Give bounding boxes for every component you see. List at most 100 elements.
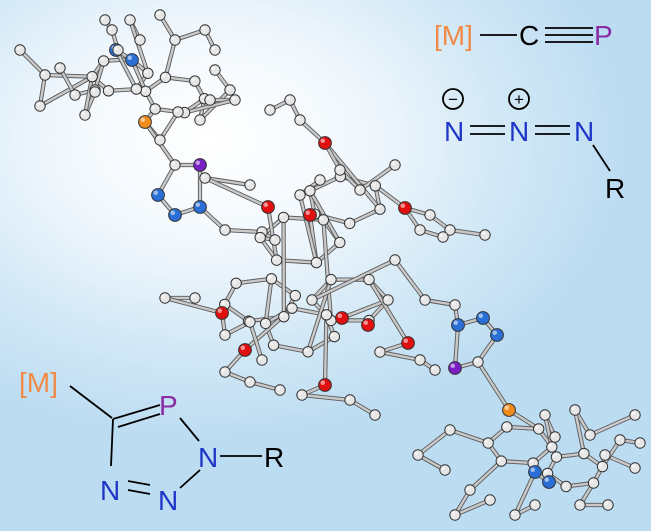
atom-highlight <box>269 341 274 346</box>
atom-highlight <box>535 425 539 429</box>
atom-highlight <box>108 26 112 30</box>
atom-highlight <box>580 449 584 454</box>
bond <box>378 350 422 362</box>
atom-highlight <box>631 464 635 468</box>
atom-highlight <box>552 453 557 457</box>
atom-highlight <box>529 459 534 464</box>
atom-highlight <box>403 338 409 344</box>
atom-highlight <box>174 108 178 112</box>
c-p-double-bond <box>117 413 161 428</box>
atom-highlight <box>551 433 555 437</box>
atom-highlight <box>316 176 320 180</box>
atom-highlight <box>530 467 535 473</box>
atom-highlight <box>206 96 210 100</box>
atom-highlight <box>400 203 406 208</box>
atom-highlight <box>161 294 165 298</box>
bond <box>476 360 511 412</box>
atom-highlight <box>288 304 293 309</box>
n-n-double-bond <box>127 480 151 486</box>
product-ring-n-label: N <box>198 442 218 473</box>
atom-highlight <box>217 308 222 314</box>
atom-highlight <box>100 57 104 61</box>
atom-highlight <box>320 380 326 386</box>
bond <box>298 193 318 264</box>
product-phosphorus-label: P <box>159 390 178 421</box>
atom-highlight <box>256 233 261 238</box>
atom-highlight <box>271 236 275 240</box>
bond <box>43 73 94 78</box>
positive-charge-circle <box>508 88 530 110</box>
bond <box>248 320 264 362</box>
atom-highlight <box>276 386 280 390</box>
phosphaalkyne-formula: [M] C P <box>434 20 613 51</box>
c-p-double-bond <box>112 404 161 420</box>
atom-highlight <box>414 451 418 455</box>
atom-highlight <box>391 256 395 260</box>
atom-highlight <box>126 16 130 20</box>
bond <box>300 393 352 402</box>
atom-highlight <box>201 26 205 30</box>
atom-highlight <box>91 88 95 92</box>
atom-highlight <box>504 405 510 411</box>
atom-highlight <box>232 279 237 284</box>
atom-highlight <box>308 296 312 300</box>
atom-highlight <box>497 457 502 462</box>
atom-highlight <box>451 301 455 305</box>
bond <box>340 298 390 320</box>
atom-highlight <box>195 160 200 165</box>
atom-highlight <box>273 256 277 261</box>
product-metal-label: [M] <box>19 367 58 398</box>
positive-charge-sign: + <box>514 90 524 109</box>
atom-highlight <box>81 111 85 115</box>
bond <box>513 470 537 517</box>
atom-highlight <box>384 296 388 300</box>
atom-highlight <box>466 486 470 490</box>
atom-highlight <box>631 411 635 415</box>
atom-highlight <box>296 191 300 195</box>
atom-highlight <box>291 291 296 296</box>
atom-highlight <box>541 411 545 415</box>
atom-highlight <box>376 348 380 352</box>
atom-highlight <box>246 318 250 322</box>
atom-highlight <box>221 368 225 372</box>
bond <box>573 408 586 455</box>
n-n-bond <box>179 469 201 489</box>
product-substituent-label: R <box>264 442 284 473</box>
bond <box>272 343 310 353</box>
atom-highlight <box>576 501 580 505</box>
product-right-n-label: N <box>158 485 178 516</box>
atom-highlight <box>305 210 311 215</box>
c-n-bond <box>110 418 114 467</box>
atom-highlight <box>211 66 215 70</box>
atom-highlight <box>586 431 590 435</box>
azide-n1-label: N <box>444 116 464 147</box>
atom-highlight <box>191 77 195 82</box>
bond <box>416 428 452 457</box>
atom-highlight <box>144 69 148 74</box>
azide-n3-label: N <box>574 116 594 147</box>
atom-highlight <box>286 96 290 100</box>
bond <box>453 323 460 370</box>
atom-highlight <box>201 174 205 178</box>
atom-highlight <box>598 462 603 467</box>
phosphorus-label: P <box>594 20 613 51</box>
p-n-bond <box>179 417 200 442</box>
atom-highlight <box>279 213 284 218</box>
atom-highlight <box>416 356 420 360</box>
bond <box>448 228 487 237</box>
bond <box>448 428 490 445</box>
atom-highlight <box>604 501 608 505</box>
azide-substituent-label: R <box>605 173 625 204</box>
atom-highlight <box>531 501 535 505</box>
atom-highlight <box>171 161 175 165</box>
atom-highlight <box>336 166 340 170</box>
atom-highlight <box>153 190 158 195</box>
atom-highlight <box>156 136 160 140</box>
atom-highlight <box>616 436 620 440</box>
atom-highlight <box>416 226 420 230</box>
atom-highlight <box>136 36 140 40</box>
atom-highlight <box>363 320 369 326</box>
bond <box>358 163 397 192</box>
atom-highlight <box>636 439 640 443</box>
